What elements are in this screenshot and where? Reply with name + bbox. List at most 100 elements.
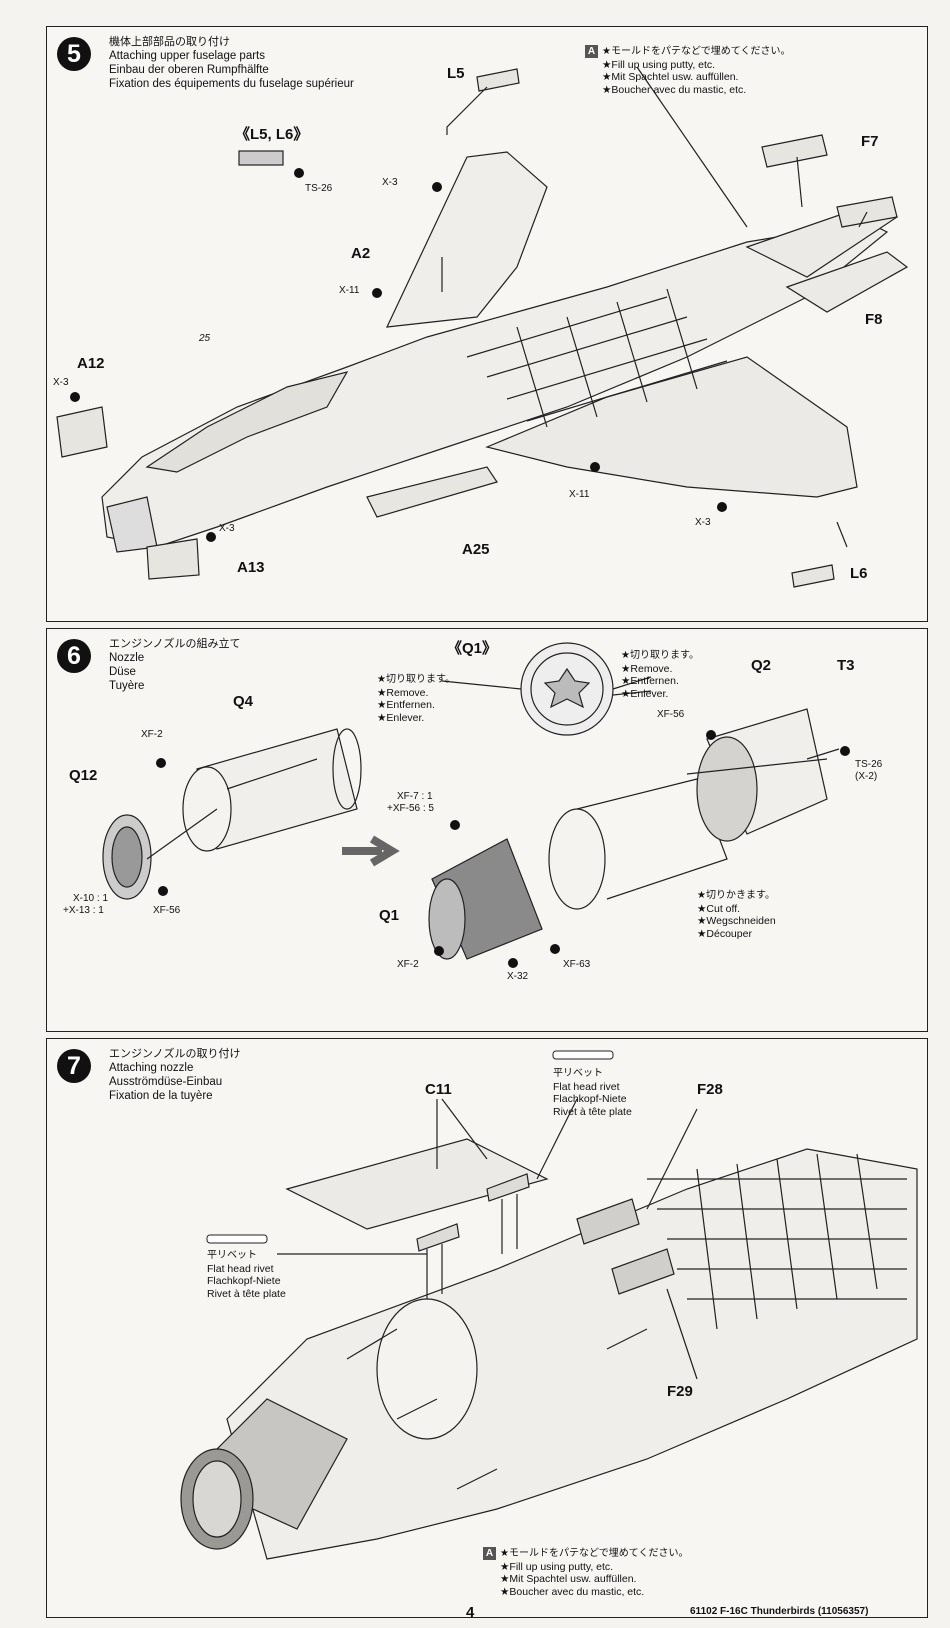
paint-mix: +XF-56 : 5 — [387, 803, 434, 814]
step-number: 7 — [57, 1049, 91, 1083]
title-fr: Fixation des équipements du fuselage sup… — [109, 78, 354, 90]
remove-note-left: ★切り取ります。 ★Remove. ★Entfernen. ★Enlever. — [377, 673, 455, 724]
title-jp: エンジンノズルの取り付け — [109, 1047, 241, 1060]
paint-mix: +X-13 : 1 — [63, 905, 104, 916]
paint-x32: X-32 — [507, 971, 529, 982]
paint-x11: X-11 — [339, 285, 360, 296]
title-jp: エンジンノズルの組み立て — [109, 637, 241, 650]
remove-note-right: ★切り取ります。 ★Remove. ★Entfernen. ★Enlever. — [621, 649, 699, 700]
rivet-fr: Rivet à tête plate — [553, 1105, 632, 1118]
step-title: 機体上部部品の取り付け Attaching upper fuselage par… — [109, 35, 354, 91]
title-en: Attaching upper fuselage parts — [109, 50, 265, 62]
cutoff-fr: ★Découper — [697, 927, 752, 940]
step-number: 5 — [57, 37, 91, 71]
remove-en: ★Remove. — [377, 686, 429, 699]
rivet-en: Flat head rivet — [207, 1262, 274, 1275]
note-de: ★Mit Spachtel usw. auffüllen. — [602, 71, 739, 83]
nozzle-illustration — [102, 642, 850, 968]
cutoff-note: ★切りかきます。 ★Cut off. ★Wegschneiden ★Découp… — [697, 889, 776, 940]
step-5-panel: 5 機体上部部品の取り付け Attaching upper fuselage p… — [46, 26, 928, 622]
title-de: Ausströmdüse-Einbau — [109, 1076, 223, 1088]
label-f8: F8 — [865, 311, 883, 328]
rear-fuselage-illustration — [180, 1050, 918, 1560]
remove-jp: ★切り取ります。 — [377, 674, 455, 685]
label-t3: T3 — [837, 657, 855, 674]
label-a12: A12 — [77, 355, 105, 372]
paint-xf63: XF-63 — [563, 959, 591, 970]
title-de: Düse — [109, 666, 136, 678]
rivet-note-top: 平リベット Flat head rivet Flachkopf-Niete Ri… — [553, 1067, 632, 1118]
rivet-jp: 平リベット — [207, 1250, 257, 1261]
rivet-de: Flachkopf-Niete — [207, 1275, 281, 1287]
label-q2: Q2 — [751, 657, 772, 674]
paint-x2: (X-2) — [855, 771, 878, 782]
label-a13: A13 — [237, 559, 265, 576]
title-fr: Fixation de la tuyère — [109, 1090, 213, 1102]
label-q12: Q12 — [69, 767, 98, 784]
paint-x3: X-3 — [53, 377, 69, 388]
paint-xf2: XF-2 — [397, 959, 419, 970]
note-jp: ★モールドをパテなどで埋めてください。 — [602, 46, 791, 57]
rivet-de: Flachkopf-Niete — [553, 1093, 627, 1105]
note-fr: ★Boucher avec du mastic, etc. — [602, 83, 747, 96]
cutoff-de: ★Wegschneiden — [697, 915, 776, 927]
label-f29: F29 — [667, 1383, 693, 1400]
paint-xf2: XF-2 — [141, 729, 163, 740]
label-l6: L6 — [850, 565, 868, 582]
note-en: ★Fill up using putty, etc. — [500, 1560, 614, 1573]
label-l5: L5 — [447, 65, 465, 82]
parts-group-label: 《Q1》 — [447, 640, 498, 657]
remove-de: ★Entfernen. — [377, 699, 435, 711]
note-tag: A — [483, 1547, 496, 1560]
paint-x11: X-11 — [569, 489, 590, 500]
step-title: エンジンノズルの取り付け Attaching nozzle Ausströmdü… — [109, 1047, 240, 1103]
putty-note: A ★モールドをパテなどで埋めてください。 ★Fill up using putt… — [483, 1547, 688, 1598]
title-en: Attaching nozzle — [109, 1062, 194, 1074]
step-7-panel: 7 エンジンノズルの取り付け Attaching nozzle Ausström… — [46, 1038, 928, 1618]
note-de: ★Mit Spachtel usw. auffüllen. — [500, 1573, 637, 1585]
label-f7: F7 — [861, 133, 879, 150]
note-tag: A — [585, 45, 598, 58]
page-number: 4 — [466, 1604, 475, 1621]
label-c11: C11 — [425, 1081, 452, 1098]
label-a2: A2 — [351, 245, 371, 262]
putty-note: A ★モールドをパテなどで埋めてください。 ★Fill up using putt… — [585, 45, 790, 96]
paint-mix: XF-7 : 1 — [397, 791, 433, 802]
label-q1: Q1 — [379, 907, 400, 924]
parts-group-label: 《L5, L6》 — [235, 126, 309, 143]
rivet-en: Flat head rivet — [553, 1080, 620, 1093]
label-f28: F28 — [697, 1081, 723, 1098]
paint-xf56: XF-56 — [153, 905, 181, 916]
remove-fr: ★Enlever. — [621, 687, 669, 700]
title-en: Nozzle — [109, 652, 145, 664]
label-q4: Q4 — [233, 693, 254, 710]
note-en: ★Fill up using putty, etc. — [602, 58, 716, 71]
note-jp: ★モールドをパテなどで埋めてください。 — [500, 1548, 689, 1559]
cutoff-en: ★Cut off. — [697, 902, 741, 915]
step-6-panel: 6 エンジンノズルの組み立て Nozzle Düse Tuyère — [46, 628, 928, 1032]
remove-fr: ★Enlever. — [377, 711, 425, 724]
fuselage-illustration — [56, 66, 909, 588]
paint-x3: X-3 — [695, 517, 711, 528]
rivet-note-left: 平リベット Flat head rivet Flachkopf-Niete Ri… — [207, 1249, 286, 1300]
paint-ts26: TS-26 — [855, 759, 883, 770]
step-number: 6 — [57, 639, 91, 673]
remove-jp: ★切り取ります。 — [621, 650, 699, 661]
title-fr: Tuyère — [109, 680, 145, 692]
label-a25: A25 — [462, 541, 490, 558]
title-jp: 機体上部部品の取り付け — [109, 35, 230, 48]
title-de: Einbau der oberen Rumpfhälfte — [109, 64, 269, 76]
paint-x3: X-3 — [219, 523, 235, 534]
ref-step-25: 25 — [199, 333, 211, 344]
step-title: エンジンノズルの組み立て Nozzle Düse Tuyère — [109, 637, 240, 693]
paint-xf56: XF-56 — [657, 709, 685, 720]
rivet-jp: 平リベット — [553, 1068, 603, 1079]
paint-mix: X-10 : 1 — [73, 893, 109, 904]
product-code: 61102 F-16C Thunderbirds (11056357) — [690, 1606, 869, 1617]
note-fr: ★Boucher avec du mastic, etc. — [500, 1585, 645, 1598]
cutoff-jp: ★切りかきます。 — [697, 890, 775, 901]
remove-de: ★Entfernen. — [621, 675, 679, 687]
paint-ts26: TS-26 — [305, 183, 333, 194]
paint-x3: X-3 — [382, 177, 398, 188]
remove-en: ★Remove. — [621, 662, 673, 675]
